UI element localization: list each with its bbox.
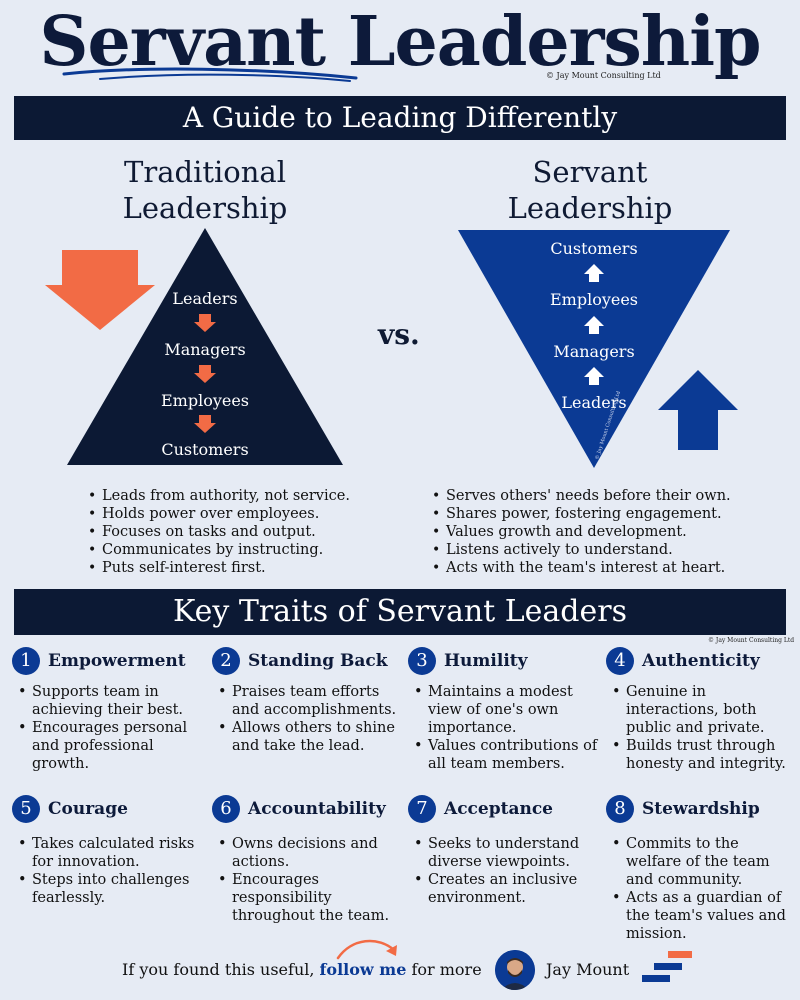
big-up-arrow-icon	[658, 370, 738, 450]
versus-label: vs.	[378, 318, 420, 351]
list-item: Commits to the welfare of the team and c…	[606, 835, 796, 889]
trait-name: Acceptance	[444, 799, 553, 819]
list-item: Puts self-interest first.	[86, 559, 406, 577]
trait-name: Accountability	[248, 799, 386, 819]
list-item: Encourages responsibility throughout the…	[212, 871, 402, 925]
inverted-level-1: Customers	[550, 239, 637, 258]
traditional-heading-line1: Traditional	[124, 155, 286, 189]
list-item: Creates an inclusive environment.	[408, 871, 598, 907]
traditional-bullets: Leads from authority, not service. Holds…	[86, 487, 406, 577]
servant-heading: Servant Leadership	[460, 154, 720, 226]
person-icon	[495, 950, 535, 990]
down-arrow-icon	[194, 415, 216, 433]
footer-suffix: for more	[406, 960, 482, 979]
list-item: Shares power, fostering engagement.	[430, 505, 780, 523]
list-item: Communicates by instructing.	[86, 541, 406, 559]
footer-prefix: If you found this useful,	[122, 960, 320, 979]
subtitle-banner: A Guide to Leading Differently	[14, 96, 786, 140]
inverted-level-4: Leaders	[561, 393, 626, 412]
list-item: Acts as a guardian of the team's values …	[606, 889, 796, 943]
list-item: Holds power over employees.	[86, 505, 406, 523]
trait-number-badge: 8	[606, 795, 634, 823]
list-item: Allows others to shine and take the lead…	[212, 719, 402, 755]
trait-authenticity: 4 Authenticity Genuine in interactions, b…	[606, 645, 796, 773]
list-item: Owns decisions and actions.	[212, 835, 402, 871]
trait-standing-back: 2 Standing Back Praises team efforts and …	[212, 645, 402, 755]
trait-courage: 5 Courage Takes calculated risks for inno…	[12, 793, 202, 907]
copyright-text: © Jay Mount Consulting Ltd	[546, 71, 661, 80]
down-arrow-icon	[194, 365, 216, 383]
list-item: Steps into challenges fearlessly.	[12, 871, 202, 907]
list-item: Acts with the team's interest at heart.	[430, 559, 780, 577]
trait-acceptance: 7 Acceptance Seeks to understand diverse …	[408, 793, 598, 907]
trait-empowerment: 1 Empowerment Supports team in achieving …	[12, 645, 202, 773]
traditional-pyramid-diagram: Leaders Managers Employees Customers	[45, 228, 343, 465]
trait-name: Empowerment	[48, 651, 186, 671]
trait-accountability: 6 Accountability Owns decisions and actio…	[212, 793, 402, 925]
servant-heading-line2: Leadership	[507, 191, 673, 225]
follow-me-link[interactable]: follow me	[319, 960, 407, 979]
avatar	[495, 950, 535, 990]
trait-name: Humility	[444, 651, 528, 671]
list-item: Serves others' needs before their own.	[430, 487, 780, 505]
servant-bullets: Serves others' needs before their own. S…	[430, 487, 780, 577]
trait-number-badge: 7	[408, 795, 436, 823]
list-item: Takes calculated risks for innovation.	[12, 835, 202, 871]
author-name: Jay Mount	[546, 960, 630, 979]
trait-name: Courage	[48, 799, 128, 819]
traditional-heading: Traditional Leadership	[75, 154, 335, 226]
up-arrow-icon	[584, 316, 604, 334]
list-item: Praises team efforts and accomplishments…	[212, 683, 402, 719]
list-item: Builds trust through honesty and integri…	[606, 737, 796, 773]
inverted-level-3: Managers	[553, 342, 634, 361]
stairs-logo-icon	[642, 951, 692, 982]
trait-number-badge: 3	[408, 647, 436, 675]
trait-name: Authenticity	[642, 651, 760, 671]
list-item: Encourages personal and professional gro…	[12, 719, 202, 773]
trait-name: Standing Back	[248, 651, 388, 671]
list-item: Genuine in interactions, both public and…	[606, 683, 796, 737]
down-arrow-icon	[194, 314, 216, 332]
trait-name: Stewardship	[642, 799, 760, 819]
list-item: Leads from authority, not service.	[86, 487, 406, 505]
list-item: Focuses on tasks and output.	[86, 523, 406, 541]
trait-stewardship: 8 Stewardship Commits to the welfare of t…	[606, 793, 796, 943]
inverted-level-2: Employees	[550, 290, 638, 309]
trait-number-badge: 1	[12, 647, 40, 675]
pyramid-shape	[67, 228, 343, 465]
traits-banner: Key Traits of Servant Leaders	[14, 589, 786, 635]
list-item: Values contributions of all team members…	[408, 737, 598, 773]
pyramid-level-1: Leaders	[172, 289, 237, 308]
big-down-arrow-icon	[45, 250, 155, 330]
trait-number-badge: 5	[12, 795, 40, 823]
up-arrow-icon	[584, 367, 604, 385]
servant-heading-line1: Servant	[532, 155, 648, 189]
pyramid-level-2: Managers	[164, 340, 245, 359]
footer-cta: If you found this useful, follow me for …	[122, 960, 482, 979]
servant-pyramid-diagram: Customers Employees Managers Leaders © J…	[458, 230, 738, 468]
curved-arrow-icon	[336, 939, 397, 960]
list-item: Seeks to understand diverse viewpoints.	[408, 835, 598, 871]
list-item: Values growth and development.	[430, 523, 780, 541]
trait-number-badge: 6	[212, 795, 240, 823]
list-item: Maintains a modest view of one's own imp…	[408, 683, 598, 737]
up-arrow-icon	[584, 264, 604, 282]
trait-number-badge: 4	[606, 647, 634, 675]
list-item: Listens actively to understand.	[430, 541, 780, 559]
list-item: Supports team in achieving their best.	[12, 683, 202, 719]
pyramid-level-3: Employees	[161, 391, 249, 410]
title-underline-decoration	[62, 67, 358, 82]
traditional-heading-line2: Leadership	[122, 191, 288, 225]
pyramid-level-4: Customers	[161, 440, 248, 459]
inverted-pyramid-shape	[458, 230, 730, 468]
trait-humility: 3 Humility Maintains a modest view of one…	[408, 645, 598, 773]
copyright-text: © Jay Mount Consulting Ltd	[708, 637, 795, 644]
trait-number-badge: 2	[212, 647, 240, 675]
